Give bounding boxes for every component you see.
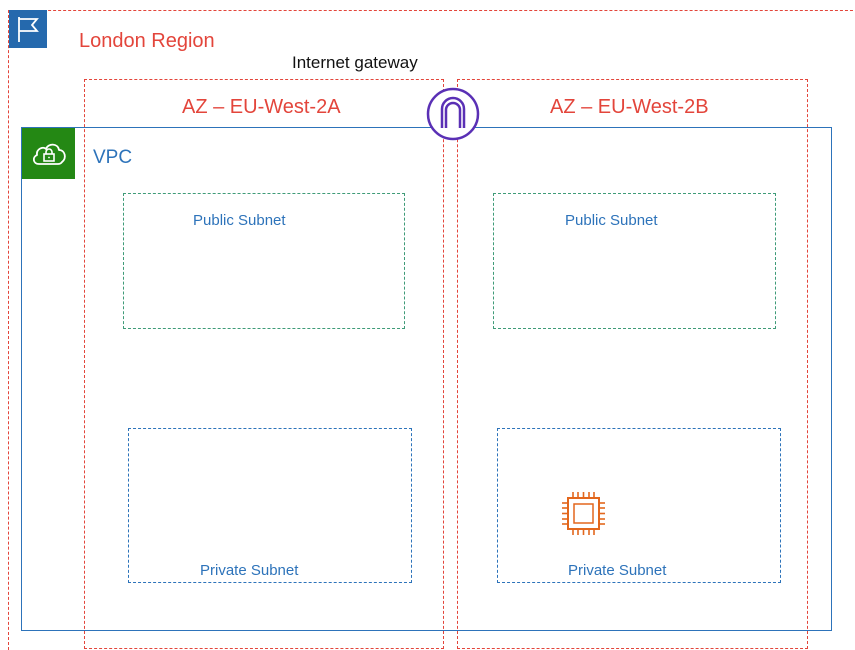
flag-icon: [18, 17, 39, 42]
internet-gateway-icon: [426, 87, 480, 141]
private-subnet-a: [128, 428, 412, 583]
region-container: [8, 10, 855, 650]
private-subnet-a-label: Private Subnet: [200, 562, 299, 579]
az-label-b: AZ – EU-West-2B: [550, 96, 709, 118]
public-subnet-b-label: Public Subnet: [565, 212, 658, 229]
internet-gateway-label: Internet gateway: [292, 53, 418, 72]
public-subnet-b: [493, 193, 776, 329]
ec2-instance-icon: [562, 492, 605, 535]
az-label-a: AZ – EU-West-2A: [182, 96, 341, 118]
vpc-label: VPC: [93, 147, 133, 168]
vpc-container: [21, 127, 832, 631]
private-subnet-b: [497, 428, 781, 583]
cloud-lock-icon: [32, 143, 66, 165]
region-label: London Region: [79, 30, 215, 52]
public-subnet-a-label: Public Subnet: [193, 212, 286, 229]
vpc-icon-box: [22, 128, 75, 179]
public-subnet-a: [123, 193, 405, 329]
region-icon-box: [9, 10, 47, 48]
private-subnet-b-label: Private Subnet: [568, 562, 667, 579]
